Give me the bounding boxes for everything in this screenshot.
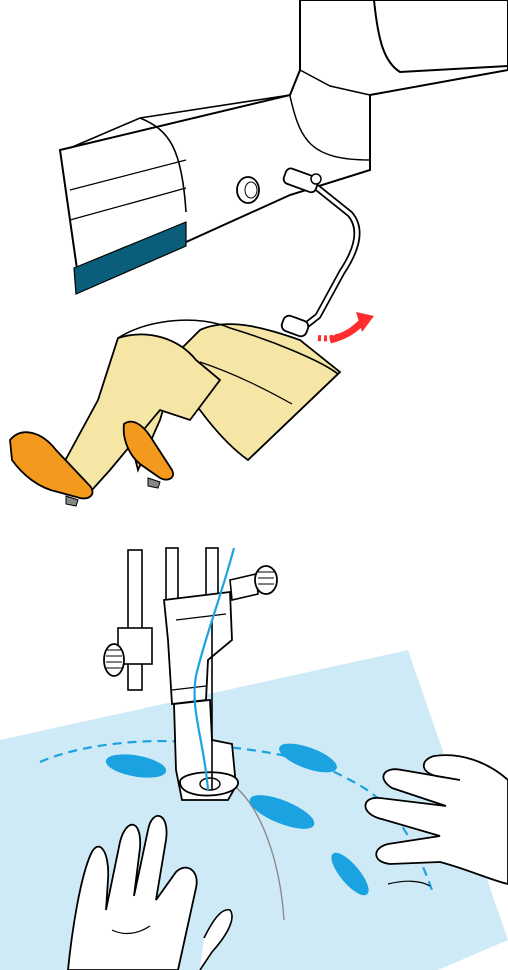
operator-legs	[60, 320, 340, 490]
knee-lifter-socket	[237, 177, 259, 203]
knee-lifter-panel	[10, 0, 508, 506]
curved-arrow-icon	[318, 312, 374, 340]
free-motion-panel	[0, 548, 508, 970]
sewing-machine-body	[60, 0, 508, 294]
